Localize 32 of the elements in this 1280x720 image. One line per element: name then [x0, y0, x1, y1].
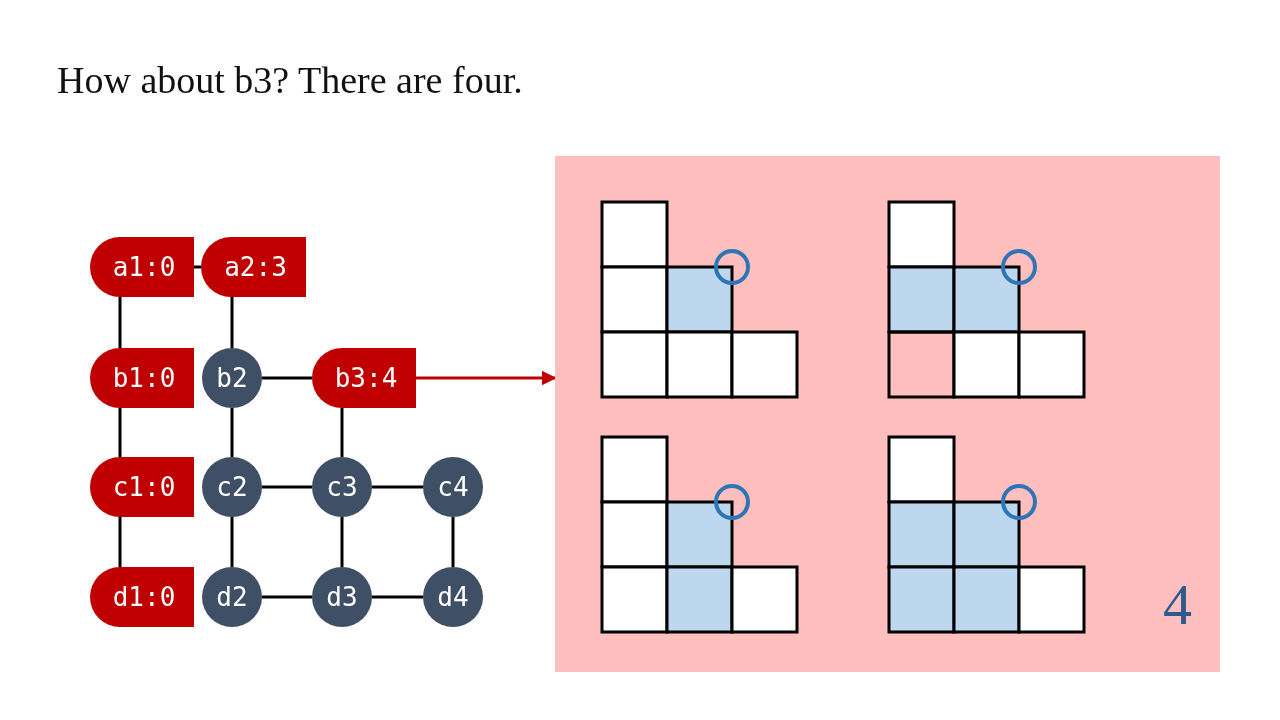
connector-line: [340, 517, 344, 567]
circle-node: d2: [202, 567, 262, 627]
connector-line: [372, 485, 423, 489]
connector-line: [194, 265, 201, 269]
connector-line: [340, 408, 344, 457]
circle-node: c3: [312, 457, 372, 517]
connector-line: [230, 408, 234, 457]
tag-node: a2:3: [201, 237, 306, 297]
connector-line: [230, 297, 234, 348]
circle-node: c4: [423, 457, 483, 517]
circle-node: d4: [423, 567, 483, 627]
connector-line: [372, 595, 423, 599]
connector-line: [230, 517, 234, 567]
connector-line: [118, 297, 122, 348]
connector-line: [262, 485, 312, 489]
arrow: [416, 370, 557, 386]
result-panel: [555, 156, 1220, 672]
tag-node: b1:0: [90, 348, 194, 408]
connector-line: [262, 595, 312, 599]
tag-node: a1:0: [90, 237, 194, 297]
count-label: 4: [1163, 576, 1192, 634]
connector-line: [451, 517, 455, 567]
connector-line: [262, 376, 312, 380]
tag-node: b3:4: [312, 348, 416, 408]
connector-line: [118, 517, 122, 567]
connector-line: [118, 408, 122, 457]
circle-node: b2: [202, 348, 262, 408]
tag-node: c1:0: [90, 457, 194, 517]
tag-node: d1:0: [90, 567, 194, 627]
circle-node: c2: [202, 457, 262, 517]
circle-node: d3: [312, 567, 372, 627]
slide-title: How about b3? There are four.: [57, 58, 523, 102]
